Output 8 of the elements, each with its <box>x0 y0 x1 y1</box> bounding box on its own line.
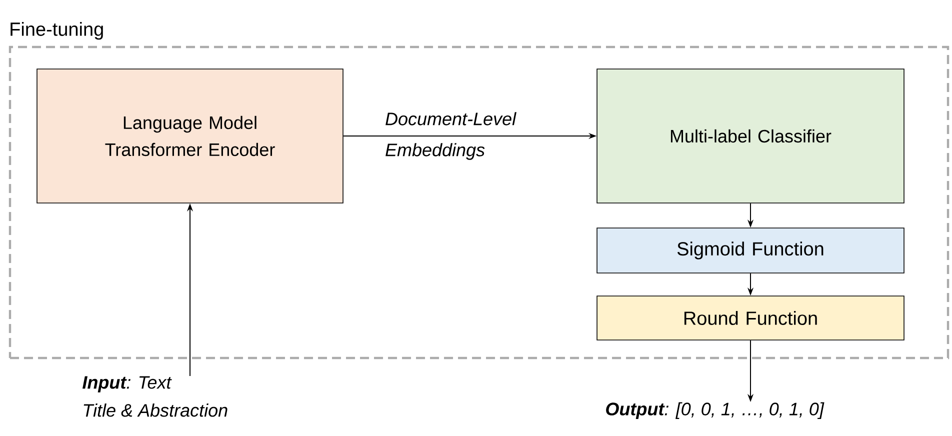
process-box: Round Function <box>596 296 904 340</box>
output-text: Output: [0, 0, 1, …, 0, 1, 0] <box>606 402 824 419</box>
edge-label: Document-Level Embeddings <box>386 112 516 160</box>
node-label: Fine-tuning <box>10 22 103 40</box>
process-box: Multi-label Classifier <box>596 68 904 204</box>
process-box: Language Model Transformer Encoder <box>36 68 344 204</box>
input-text: Input: Text Title & Abstraction <box>82 376 228 417</box>
process-box: Sigmoid Function <box>596 228 904 274</box>
